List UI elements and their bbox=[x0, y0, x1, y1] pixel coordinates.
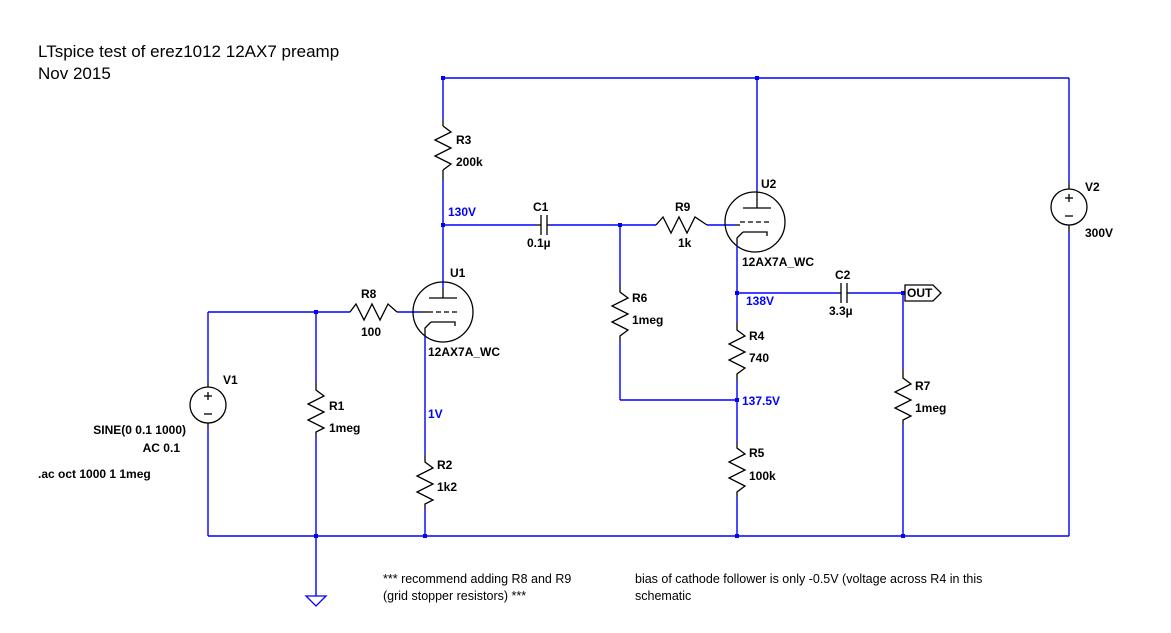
v2-value: 300V bbox=[1085, 226, 1113, 240]
r6-name: R6 bbox=[632, 291, 648, 305]
triode-u2[interactable] bbox=[724, 190, 786, 253]
junction bbox=[735, 534, 739, 538]
resistor-r2[interactable] bbox=[415, 455, 435, 509]
voltage-source-v2[interactable] bbox=[1050, 182, 1088, 232]
junction bbox=[441, 223, 445, 227]
triode-u1[interactable] bbox=[412, 281, 474, 343]
u1-model: 12AX7A_WC bbox=[428, 345, 500, 359]
r9-name: R9 bbox=[675, 200, 691, 214]
junction bbox=[735, 398, 739, 402]
r9-value: 1k bbox=[678, 236, 692, 250]
resistor-r1[interactable] bbox=[306, 382, 326, 437]
r1-value: 1meg bbox=[329, 421, 360, 435]
u2-model: 12AX7A_WC bbox=[742, 255, 814, 269]
r8-name: R8 bbox=[361, 287, 377, 301]
v2-name: V2 bbox=[1085, 180, 1100, 194]
node-voltage-u1-cathode: 1V bbox=[428, 407, 443, 421]
c2-name: C2 bbox=[835, 268, 851, 282]
title-line-2: Nov 2015 bbox=[38, 64, 111, 83]
node-voltage-u1-plate: 130V bbox=[448, 205, 476, 219]
r3-name: R3 bbox=[456, 133, 472, 147]
r6-value: 1meg bbox=[632, 313, 663, 327]
note-left-line1: *** recommend adding R8 and R9 bbox=[383, 572, 571, 586]
node-voltage-u2-cathode: 138V bbox=[746, 294, 774, 308]
resistor-r4[interactable] bbox=[727, 322, 747, 380]
r5-value: 100k bbox=[749, 469, 776, 483]
u1-name: U1 bbox=[450, 266, 466, 280]
r5-name: R5 bbox=[749, 446, 765, 460]
note-right-line2: schematic bbox=[635, 589, 691, 603]
capacitor-c1[interactable] bbox=[536, 215, 550, 235]
junction bbox=[901, 534, 905, 538]
wires bbox=[207, 77, 1070, 596]
note-right-line1: bias of cathode follower is only -0.5V (… bbox=[635, 572, 982, 586]
c1-value: 0.1µ bbox=[527, 236, 551, 250]
r3-value: 200k bbox=[456, 155, 483, 169]
resistor-r7[interactable] bbox=[893, 370, 913, 425]
c2-value: 3.3µ bbox=[829, 304, 853, 318]
junction bbox=[735, 291, 739, 295]
resistor-r3[interactable] bbox=[433, 119, 453, 180]
junction bbox=[314, 310, 318, 314]
resistor-r8[interactable] bbox=[349, 302, 398, 322]
v1-name: V1 bbox=[223, 373, 238, 387]
v1-value-line1: SINE(0 0.1 1000) bbox=[93, 423, 186, 437]
junction bbox=[755, 76, 759, 80]
r1-name: R1 bbox=[329, 399, 345, 413]
junction bbox=[441, 76, 445, 80]
ac-directive: .ac oct 1000 1 1meg bbox=[38, 467, 151, 481]
r4-value: 740 bbox=[749, 351, 769, 365]
junctions bbox=[314, 76, 905, 538]
r8-value: 100 bbox=[361, 325, 381, 339]
r2-name: R2 bbox=[437, 458, 453, 472]
node-voltage-r4-r5: 137.5V bbox=[742, 394, 780, 408]
note-left-line2: (grid stopper resistors) *** bbox=[383, 589, 526, 603]
ground-symbol bbox=[304, 595, 328, 607]
resistor-r9[interactable] bbox=[655, 215, 708, 235]
r7-value: 1meg bbox=[915, 401, 946, 415]
output-port[interactable] bbox=[904, 284, 942, 302]
voltage-source-v1[interactable] bbox=[189, 382, 227, 428]
capacitor-c2[interactable] bbox=[838, 283, 850, 303]
u2-name: U2 bbox=[761, 177, 777, 191]
resistor-r6[interactable] bbox=[610, 285, 630, 342]
out-port-label: OUT bbox=[907, 286, 933, 300]
junction bbox=[901, 291, 905, 295]
r7-name: R7 bbox=[915, 379, 931, 393]
c1-name: C1 bbox=[533, 200, 549, 214]
v1-value-line2: AC 0.1 bbox=[143, 441, 181, 455]
junction bbox=[314, 534, 318, 538]
junction bbox=[423, 534, 427, 538]
r4-name: R4 bbox=[749, 329, 765, 343]
resistor-r5[interactable] bbox=[727, 442, 747, 497]
title-line-1: LTspice test of erez1012 12AX7 preamp bbox=[38, 42, 339, 61]
junction bbox=[618, 223, 622, 227]
r2-value: 1k2 bbox=[437, 480, 457, 494]
